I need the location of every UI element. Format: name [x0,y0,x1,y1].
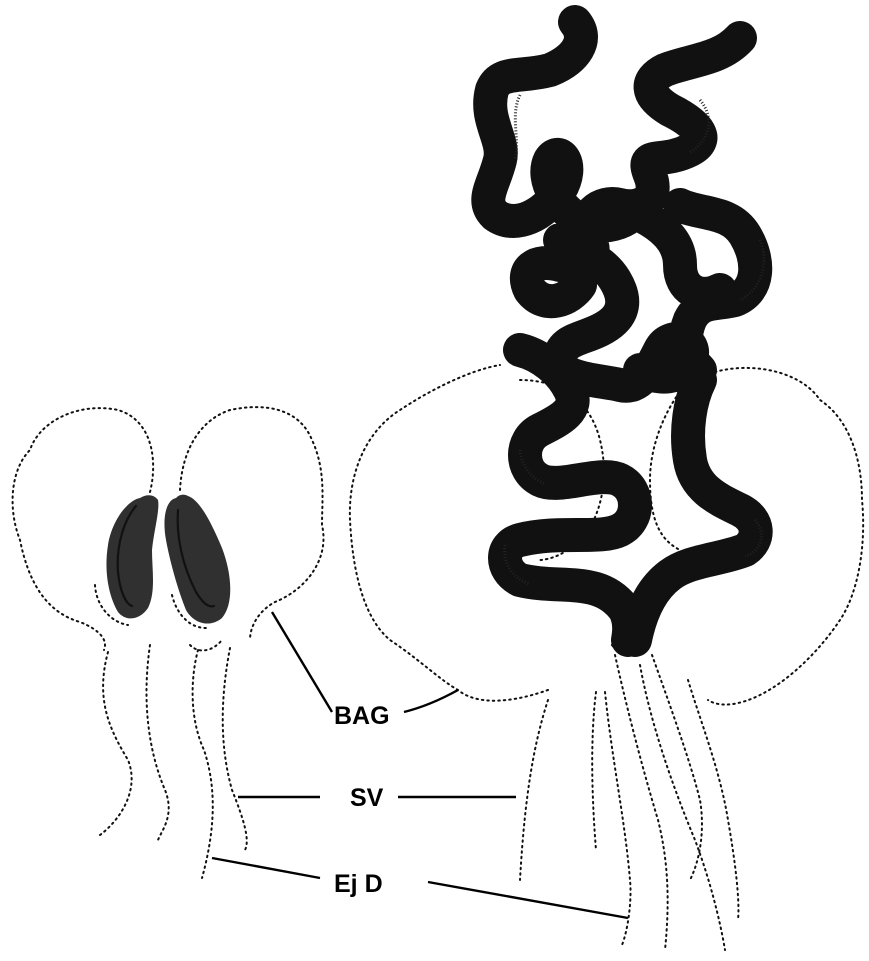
ejd-leader-left [212,858,320,878]
right-duct-outer-left [520,700,548,880]
right-duct-4 [640,665,725,950]
left-duct-4 [223,648,247,850]
right-duct-2 [605,692,631,945]
coiled-tubule [488,22,764,640]
left-paired-bodies [95,495,230,628]
ejd-label: Ej D [334,870,383,898]
right-gland-outline-right [708,368,863,705]
left-specimen [13,407,324,878]
right-duct-1 [592,692,596,850]
right-duct-6 [688,680,738,920]
left-body-right [164,495,230,624]
left-duct-3 [193,650,213,878]
right-duct-5 [652,655,702,880]
left-duct-1 [100,652,132,835]
right-specimen [350,22,863,950]
left-body-left [106,495,158,618]
bag-leader-left [272,612,332,712]
bag-leader-right [404,690,458,712]
left-duct-5 [190,640,222,650]
ejd-leader-right [428,882,628,918]
left-duct-2 [146,645,168,840]
right-duct-3 [615,655,668,950]
bag-label: BAG [334,702,390,730]
annotations: BAG SV Ej D [212,612,628,918]
sv-label: SV [350,784,384,812]
